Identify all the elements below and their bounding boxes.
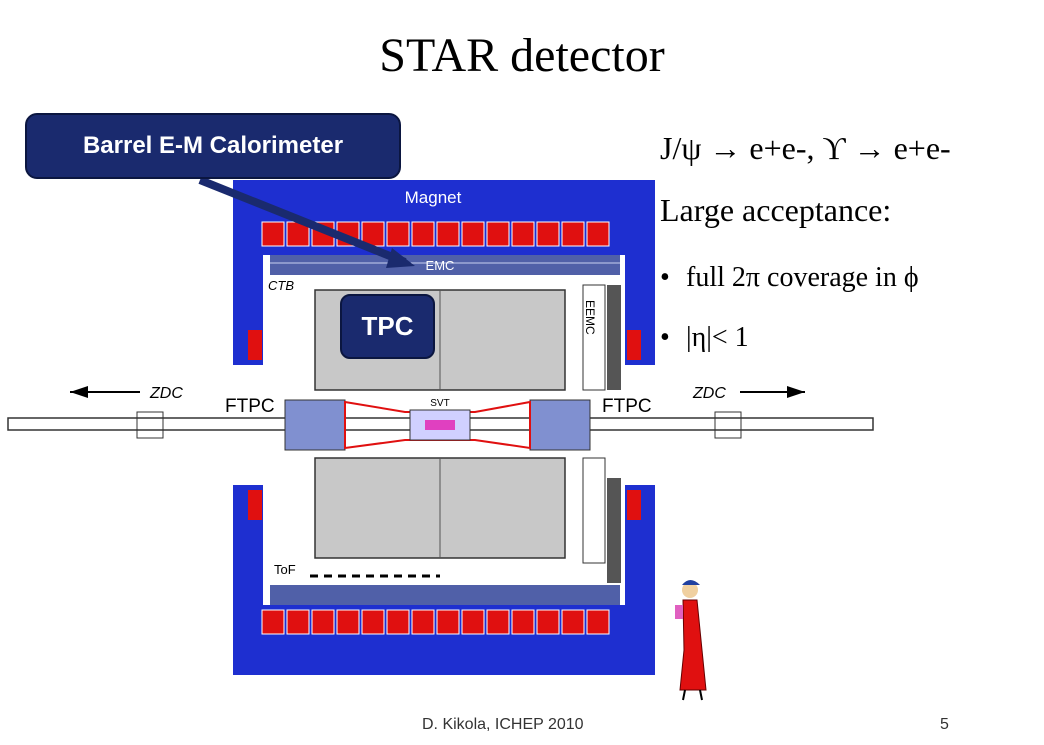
bullet-dot: • xyxy=(660,262,670,293)
zdc-right-label: ZDC xyxy=(692,385,726,402)
tof-label: ToF xyxy=(274,562,296,577)
svt-label: SVT xyxy=(430,398,449,409)
emc-label: EMC xyxy=(426,258,455,273)
ftpc-right-label: FTPC xyxy=(602,396,652,417)
emc-top xyxy=(270,255,620,275)
bullet-eta-text: |η|< 1 xyxy=(686,322,749,353)
bullet-phi: • full 2π coverage in ϕ xyxy=(660,262,919,294)
ftpc-right xyxy=(529,399,591,451)
zdc-left-label: ZDC xyxy=(149,385,183,402)
bullet-phi-text: full 2π coverage in ϕ xyxy=(686,262,919,293)
emc-bottom xyxy=(270,585,620,605)
bemc-callout: Barrel E-M Calorimeter xyxy=(25,113,401,179)
footer-page-number: 5 xyxy=(940,716,949,733)
ftpc-left-label: FTPC xyxy=(225,396,275,417)
ftpc-left xyxy=(284,399,346,451)
bullet-eta: • |η|< 1 xyxy=(660,322,749,354)
eemc-lower xyxy=(582,457,606,564)
ctb-label: CTB xyxy=(268,278,294,293)
eemc-label: EEMC xyxy=(583,300,597,335)
magnet-bottom-coils xyxy=(261,609,610,635)
footer-author: D. Kikola, ICHEP 2010 xyxy=(422,716,584,733)
callout-arrow xyxy=(198,176,407,266)
decays-line: J/ψ → e+e-, ϒ → e+e- xyxy=(660,130,951,166)
bullet-dot: • xyxy=(660,322,670,353)
tpc-callout: TPC xyxy=(340,294,435,359)
slide-title: STAR detector xyxy=(379,29,665,82)
person-figure xyxy=(675,580,707,701)
eemc-upper xyxy=(582,284,606,391)
acceptance-heading: Large acceptance: xyxy=(660,192,892,228)
magnet-label: Magnet xyxy=(405,188,462,207)
